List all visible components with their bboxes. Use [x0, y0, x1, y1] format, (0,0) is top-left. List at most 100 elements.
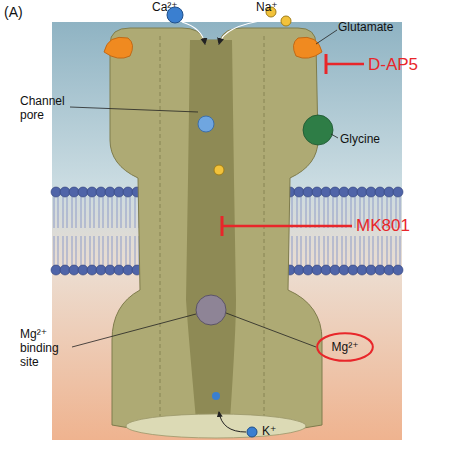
lipid-head — [114, 187, 124, 197]
glycine-molecule — [303, 115, 333, 145]
red-circle — [317, 333, 373, 361]
lipid-tail — [355, 196, 356, 228]
lipid-head — [393, 265, 403, 275]
lipid-head — [123, 265, 133, 275]
leader-line — [70, 107, 198, 112]
lipid-head — [312, 265, 322, 275]
lipid-head — [294, 265, 304, 275]
lipid-head — [123, 187, 133, 197]
lipid-tail — [297, 196, 298, 228]
lipid-tail — [351, 236, 352, 266]
lipid-tail — [400, 236, 401, 266]
lipid-head — [366, 187, 376, 197]
lipid-head — [78, 187, 88, 197]
lipid-tail — [310, 236, 311, 266]
lipid-tail — [324, 196, 325, 228]
lipid-tail — [112, 196, 113, 228]
lipid-head — [105, 187, 115, 197]
background-panel — [52, 22, 402, 440]
circled-label: Mg²⁺ — [316, 332, 374, 362]
inhibition-line — [222, 225, 352, 228]
text-label: Channel pore — [20, 94, 72, 122]
text-label: Glycine — [340, 132, 420, 146]
lipid-tail — [103, 236, 104, 266]
inhibition-bar — [221, 216, 224, 236]
lipid-tail — [315, 236, 316, 266]
lipid-head — [339, 265, 349, 275]
lipid-head — [60, 265, 70, 275]
lipid-tail — [351, 196, 352, 228]
lipid-tail — [333, 236, 334, 266]
lipid-tail — [292, 236, 293, 266]
lipid-tail — [369, 236, 370, 266]
lipid-tail — [360, 236, 361, 266]
text-label: Na⁺ — [256, 0, 296, 14]
lipid-tail — [130, 196, 131, 228]
lipid-head — [339, 187, 349, 197]
lipid-head — [69, 265, 79, 275]
lipid-head — [87, 265, 97, 275]
lipid-tail — [355, 236, 356, 266]
lipid-tail — [121, 196, 122, 228]
lipid-head — [321, 187, 331, 197]
leader-line — [316, 30, 337, 44]
lipid-tail — [306, 236, 307, 266]
text-label: Ca²⁺ — [152, 0, 202, 14]
lipid-tail — [333, 196, 334, 228]
lipid-tail — [373, 236, 374, 266]
lipid-tail — [63, 236, 64, 266]
lipid-tail — [94, 236, 95, 266]
lipid-tail — [90, 236, 91, 266]
lipid-tail — [382, 236, 383, 266]
lipid-tail — [108, 196, 109, 228]
lipid-tail — [301, 236, 302, 266]
lipid-tail — [130, 236, 131, 266]
lipid-tail — [99, 236, 100, 266]
lipid-tail — [54, 236, 55, 266]
lipid-head — [60, 187, 70, 197]
lipid-tail — [337, 236, 338, 266]
lipid-tail — [315, 196, 316, 228]
ion-flow-arrow — [219, 412, 246, 432]
lipid-tail — [67, 196, 68, 228]
lipid-head — [87, 187, 97, 197]
subunit-boundary — [160, 36, 161, 420]
lipid-tail — [76, 236, 77, 266]
lipid-head — [375, 265, 385, 275]
lipid-tail — [328, 196, 329, 228]
lipid-tail — [346, 236, 347, 266]
leader-line — [72, 314, 196, 347]
lipid-tail — [81, 236, 82, 266]
lipid-head — [384, 265, 394, 275]
lipid-tail — [58, 196, 59, 228]
potassium-ion — [212, 392, 220, 400]
lipid-head — [348, 265, 358, 275]
lipid-head — [312, 187, 322, 197]
pore-opening — [126, 414, 306, 438]
lipid-tail — [319, 236, 320, 266]
magnesium-ion — [196, 295, 226, 325]
lipid-tail — [378, 236, 379, 266]
lipid-tail — [85, 196, 86, 228]
lipid-head — [384, 187, 394, 197]
text-label: K⁺ — [262, 424, 292, 438]
lipid-tail — [337, 196, 338, 228]
text-label: MK801 — [356, 216, 446, 235]
lipid-tail — [306, 196, 307, 228]
lipid-tail — [301, 196, 302, 228]
lipid-head — [69, 187, 79, 197]
lipid-tail — [310, 196, 311, 228]
text-label: (A) — [4, 4, 44, 20]
lipid-tail — [126, 196, 127, 228]
lipid-tail — [72, 236, 73, 266]
lipid-tail — [117, 236, 118, 266]
lipid-tail — [54, 196, 55, 228]
channel-pore — [186, 40, 236, 420]
lipid-tail — [387, 236, 388, 266]
lipid-tail — [135, 236, 136, 266]
lipid-head — [51, 265, 61, 275]
lipid-head — [321, 265, 331, 275]
lipid-tail — [346, 196, 347, 228]
inhibition-line — [326, 63, 364, 66]
